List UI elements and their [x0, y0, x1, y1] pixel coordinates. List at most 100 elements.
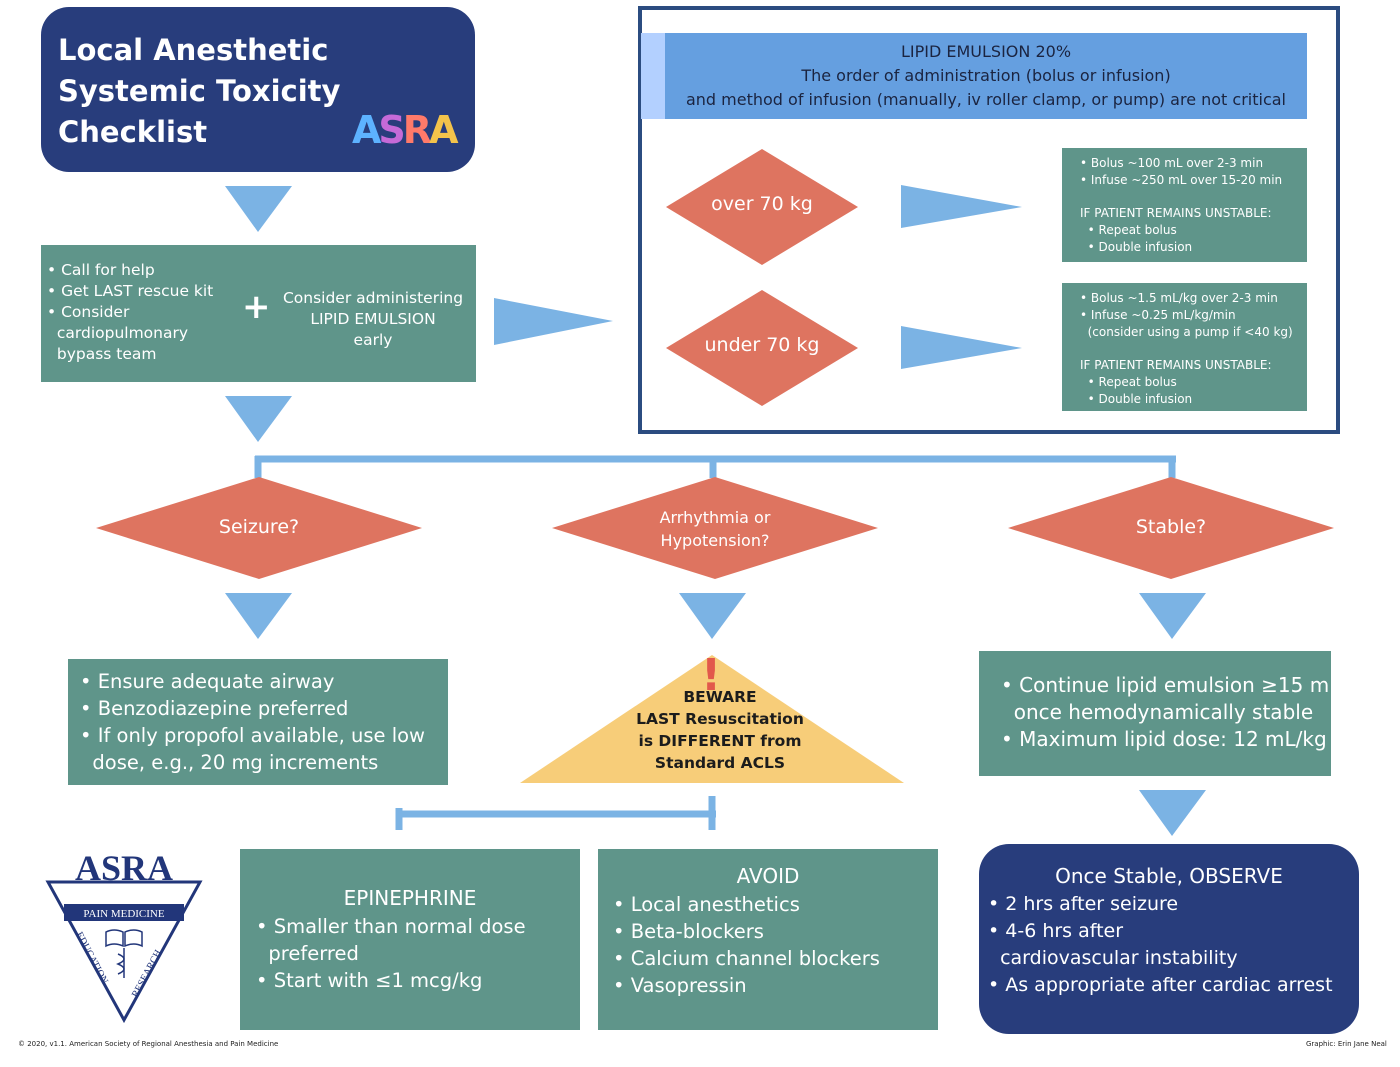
stable-actions-list: • Continue lipid emulsion ≥15 min once h… [1001, 672, 1347, 753]
asra-logo: ASRA [352, 108, 459, 152]
right-arrow [494, 298, 613, 345]
down-arrow [1139, 593, 1206, 639]
list-item: • Double infusion [1080, 239, 1193, 254]
caduceus-icon [116, 948, 125, 978]
list-item: • Bolus ~100 mL over 2-3 min [1080, 156, 1264, 170]
beware-text: BEWARE LAST Resuscitation is DIFFERENT f… [636, 688, 804, 772]
list-item: • Vasopressin [613, 974, 747, 997]
list-item: • Get LAST rescue kit [47, 282, 214, 300]
list-item: • 4-6 hrs after [988, 920, 1124, 942]
observe-title: Once Stable, OBSERVE [1055, 864, 1283, 888]
logo-letter: S [378, 108, 405, 152]
list-item: • 2 hrs after seizure [988, 893, 1179, 915]
stable-label: Stable? [1135, 516, 1207, 538]
over-70-label: over 70 kg [711, 193, 813, 215]
decision-diamond-under-70 [666, 290, 858, 406]
right-arrow [901, 326, 1022, 369]
consider-lipid-text: Consider administering LIPID EMULSION ea… [282, 289, 464, 349]
logo-letter: A [429, 108, 458, 152]
down-arrow [1139, 790, 1206, 836]
list-item: preferred [256, 942, 359, 965]
list-item: • Ensure adequate airway [80, 670, 335, 693]
list-item: • Repeat bolus [1080, 374, 1177, 389]
asra-emblem: ASRA PAIN MEDICINE EDUCATION RESEARCH [45, 848, 203, 1023]
epinephrine-box [240, 849, 580, 1030]
list-item: • Double infusion [1080, 391, 1193, 406]
list-item: once hemodynamically stable [1001, 700, 1314, 724]
page-title: Local Anesthetic Systemic Toxicity Check… [58, 33, 341, 149]
list-item: • Continue lipid emulsion ≥15 min [1001, 673, 1348, 697]
list-item: • As appropriate after cardiac arrest [988, 974, 1333, 996]
initial-actions-list: • Call for help • Get LAST rescue kit • … [47, 260, 213, 365]
down-arrow [225, 396, 292, 442]
epinephrine-list: • Smaller than normal dose preferred • S… [256, 913, 526, 994]
decision-diamond-stable [1008, 477, 1334, 579]
lower-connector [395, 796, 716, 830]
list-item: • Call for help [47, 261, 155, 279]
seizure-label: Seizure? [218, 516, 300, 538]
list-item: • Infuse ~0.25 mL/kg/min [1080, 307, 1236, 322]
stable-actions-box [979, 651, 1331, 776]
lipid-header-line2: The order of administration (bolus or in… [801, 66, 1171, 85]
down-arrow [225, 593, 292, 639]
lipid-emulsion-panel [638, 6, 1340, 434]
lipid-banner [665, 33, 1307, 119]
plus-icon: + [242, 287, 271, 327]
warning-triangle [520, 655, 904, 783]
avoid-list: • Local anesthetics • Beta-blockers • Ca… [613, 891, 880, 999]
list-item: • Infuse ~250 mL over 15-20 min [1080, 172, 1283, 187]
lipid-header-line1: LIPID EMULSION 20% [900, 42, 1072, 61]
title-panel [41, 7, 475, 172]
list-item: • Repeat bolus [1080, 223, 1177, 238]
list-item: • Benzodiazepine preferred [80, 697, 349, 720]
exclamation-icon: ! [700, 650, 722, 701]
right-arrow [901, 185, 1022, 228]
list-item: • Maximum lipid dose: 12 mL/kg [1001, 727, 1327, 751]
emblem-band-text: PAIN MEDICINE [83, 908, 164, 920]
footer-copyright: © 2020, v1.1. American Society of Region… [18, 1040, 279, 1048]
list-item [1080, 340, 1307, 357]
emblem-band [64, 904, 184, 921]
list-item: IF PATIENT REMAINS UNSTABLE: [1080, 206, 1272, 221]
list-item: IF PATIENT REMAINS UNSTABLE: [1080, 358, 1272, 373]
logo-letter: A [352, 108, 381, 152]
lipid-banner-accent [641, 33, 665, 119]
down-arrow [225, 186, 292, 232]
lipid-header-line3: and method of infusion (manually, iv rol… [685, 90, 1286, 109]
arrhythmia-label: Arrhythmia or Hypotension? [659, 508, 771, 550]
avoid-box [598, 849, 938, 1030]
list-item: • Beta-blockers [613, 920, 764, 943]
list-item: • Local anesthetics [613, 893, 800, 916]
initial-actions-box [41, 245, 476, 382]
avoid-title: AVOID [736, 864, 800, 888]
footer-credit: Graphic: Erin Jane Neal [1306, 1040, 1387, 1048]
decision-diamond-arrhythmia [552, 477, 878, 579]
list-item: • Consider [47, 303, 130, 321]
lipid-banner-text: LIPID EMULSION 20% The order of administ… [665, 40, 1307, 112]
decision-diamond-seizure [96, 477, 422, 579]
list-item: • Bolus ~1.5 mL/kg over 2-3 min [1080, 291, 1278, 305]
branch-connector [254, 455, 1176, 478]
dosing-box-over-70: • Bolus ~100 mL over 2-3 min • Infuse ~2… [1062, 148, 1307, 262]
logo-letter: R [402, 108, 432, 152]
seizure-actions-list: • Ensure adequate airway • Benzodiazepin… [80, 668, 425, 776]
observe-list: • 2 hrs after seizure • 4-6 hrs after ca… [988, 891, 1333, 999]
observe-box [979, 844, 1359, 1034]
dosing-box-under-70: • Bolus ~1.5 mL/kg over 2-3 min • Infuse… [1062, 283, 1307, 411]
epinephrine-title: EPINEPHRINE [343, 886, 477, 910]
list-item: • Start with ≤1 mcg/kg [256, 969, 483, 992]
under-70-label: under 70 kg [704, 334, 820, 356]
list-item [1080, 189, 1307, 206]
list-item: cardiopulmonary [47, 324, 189, 342]
list-item: • Calcium channel blockers [613, 947, 880, 970]
list-item: dose, e.g., 20 mg increments [80, 751, 379, 774]
list-item: cardiovascular instability [988, 947, 1238, 969]
seizure-actions-box [68, 659, 448, 785]
list-item: bypass team [47, 345, 157, 363]
list-item: • Smaller than normal dose [256, 915, 526, 938]
book-icon [105, 929, 143, 948]
down-arrow [679, 593, 746, 639]
decision-diamond-over-70 [666, 149, 858, 265]
list-item: (consider using a pump if <40 kg) [1080, 324, 1293, 339]
